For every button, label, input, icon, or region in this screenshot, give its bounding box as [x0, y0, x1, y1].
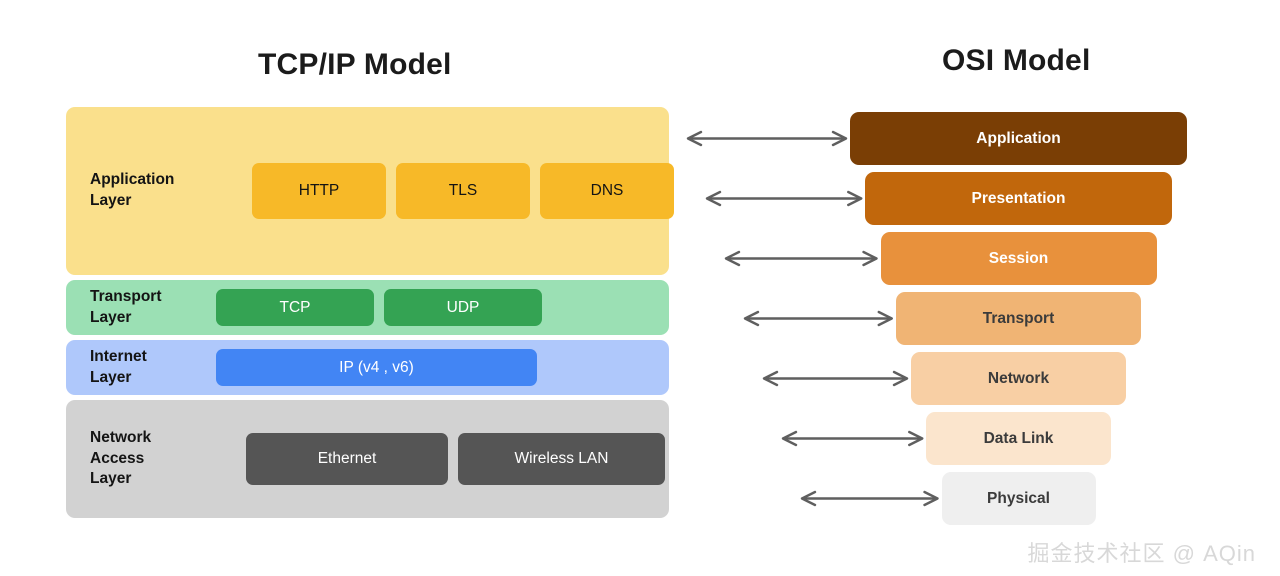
mapping-arrow-7	[800, 490, 939, 507]
osi-layer-presentation[interactable]: Presentation	[865, 172, 1172, 225]
mapping-arrow-3	[724, 250, 878, 267]
tcpip-layer-transport: Transport Layer TCP UDP	[66, 280, 669, 335]
mapping-arrow-6	[781, 430, 924, 447]
tcpip-application-protocols: HTTP TLS DNS	[252, 163, 674, 219]
tcpip-layer-network-access-label: Network Access Layer	[90, 429, 152, 488]
protocol-http[interactable]: HTTP	[252, 163, 386, 219]
protocol-ip[interactable]: IP (v4 , v6)	[216, 349, 537, 386]
tcpip-layer-application-label: Application Layer	[90, 171, 175, 209]
protocol-ethernet[interactable]: Ethernet	[246, 433, 448, 485]
osi-layer-label: Presentation	[971, 189, 1066, 207]
osi-layer-label: Application	[976, 129, 1061, 147]
tcpip-layer-application: Application Layer HTTP TLS DNS	[66, 107, 674, 275]
osi-layer-network[interactable]: Network	[911, 352, 1126, 405]
osi-layer-label: Transport	[982, 309, 1055, 327]
protocol-tls[interactable]: TLS	[396, 163, 530, 219]
mapping-arrow-2	[705, 190, 863, 207]
watermark: 掘金技术社区 @ AQin	[1027, 541, 1256, 566]
tcpip-network-access-protocols: Ethernet Wireless LAN	[246, 433, 669, 485]
tcpip-stack: Application Layer HTTP TLS DNS Transport…	[66, 107, 674, 523]
tcpip-layer-network-access: Network Access Layer Ethernet Wireless L…	[66, 400, 669, 518]
protocol-tcp[interactable]: TCP	[216, 289, 374, 326]
osi-layer-label: Physical	[987, 489, 1050, 507]
protocol-dns[interactable]: DNS	[540, 163, 674, 219]
protocol-udp[interactable]: UDP	[384, 289, 542, 326]
osi-layer-label: Network	[987, 369, 1050, 387]
tcpip-model-title: TCP/IP Model	[258, 48, 452, 81]
mapping-arrow-1	[686, 130, 848, 147]
tcpip-layer-internet-label: Internet Layer	[90, 347, 147, 386]
tcpip-layer-transport-label: Transport Layer	[90, 287, 162, 326]
osi-layer-transport[interactable]: Transport	[895, 292, 1142, 345]
osi-layer-label: Data Link	[983, 429, 1054, 447]
mapping-arrow-4	[743, 310, 893, 327]
osi-layer-label: Session	[988, 249, 1049, 267]
tcpip-internet-protocols: IP (v4 , v6)	[216, 349, 669, 386]
osi-layer-data-link[interactable]: Data Link	[926, 412, 1111, 465]
mapping-arrow-5	[762, 370, 909, 387]
tcpip-transport-protocols: TCP UDP	[216, 289, 669, 326]
osi-model-title: OSI Model	[942, 44, 1091, 77]
osi-layer-physical[interactable]: Physical	[941, 472, 1096, 525]
protocol-wireless-lan[interactable]: Wireless LAN	[458, 433, 665, 485]
osi-layer-session[interactable]: Session	[880, 232, 1157, 285]
tcpip-layer-internet: Internet Layer IP (v4 , v6)	[66, 340, 669, 395]
osi-layer-application[interactable]: Application	[850, 112, 1187, 165]
